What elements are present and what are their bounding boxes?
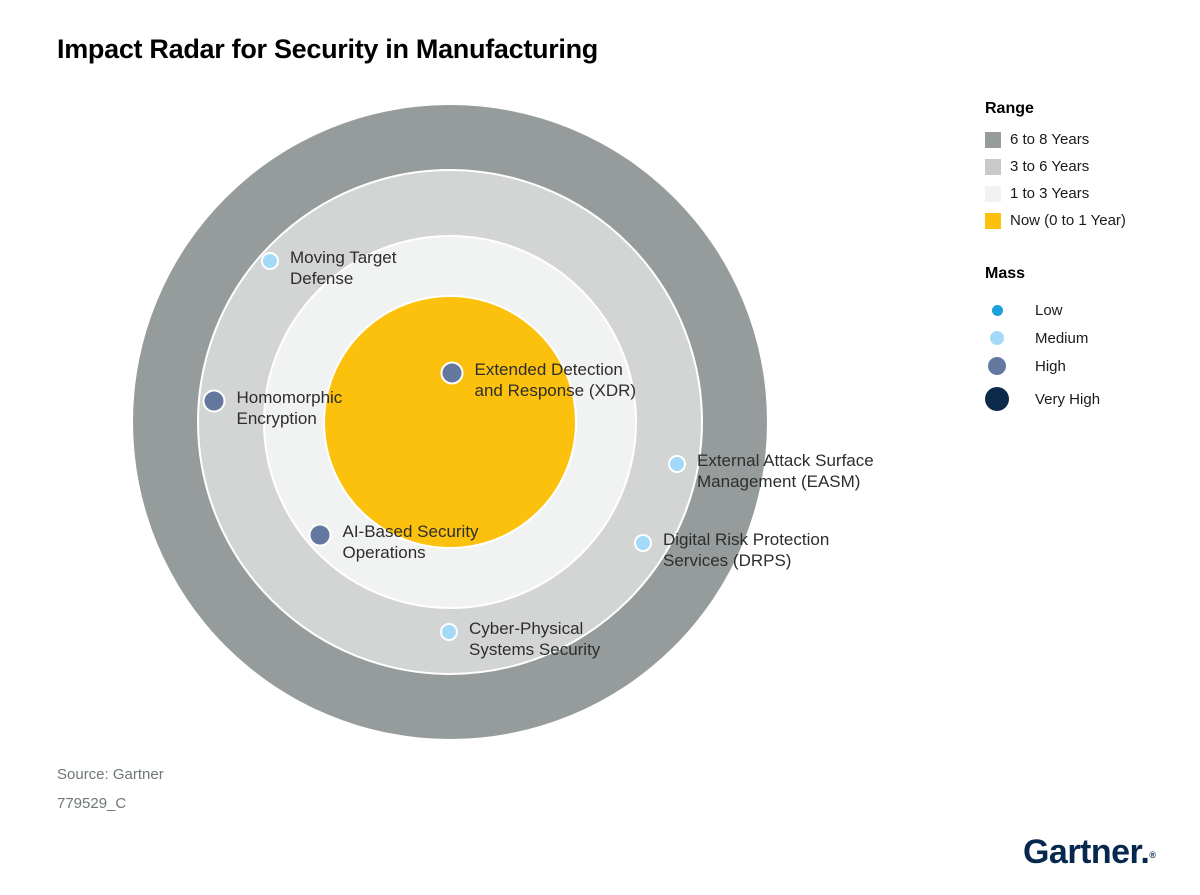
range-label: Now (0 to 1 Year) xyxy=(1010,212,1126,229)
range-legend-title: Range xyxy=(985,100,1034,117)
legend-item-mass-high: High xyxy=(985,352,1197,380)
mass-dot-slot xyxy=(985,331,1009,345)
blip-dot-digital-risk-protection-services-drps xyxy=(634,534,652,552)
mass-dot-slot xyxy=(985,304,1009,316)
mass-dot-slot xyxy=(985,357,1009,375)
range-swatch-3-6 xyxy=(985,158,1001,175)
legend: Range 6 to 8 Years 3 to 6 Years 1 to 3 Y… xyxy=(985,100,1197,418)
page-title: Impact Radar for Security in Manufacturi… xyxy=(57,34,598,64)
mass-dot-slot xyxy=(985,387,1009,411)
mass-legend-title: Mass xyxy=(985,265,1026,282)
blip-dot-ai-based-security-operations xyxy=(308,523,332,547)
range-legend: Range 6 to 8 Years 3 to 6 Years 1 to 3 Y… xyxy=(985,100,1197,229)
blip-dot-moving-target-defense xyxy=(261,252,279,270)
legend-item-mass-low: Low xyxy=(985,296,1197,324)
source-note: Source: Gartner 779529_C xyxy=(57,760,164,818)
range-label: 6 to 8 Years xyxy=(1010,131,1090,148)
mass-dot-medium xyxy=(990,331,1004,345)
source-line: Source: Gartner xyxy=(57,766,164,783)
range-swatch-1-3 xyxy=(985,185,1001,202)
legend-item-range-now: Now (0 to 1 Year) xyxy=(985,212,1197,229)
blip-dot-cyber-physical-systems-security xyxy=(440,623,458,641)
legend-item-range-6-8: 6 to 8 Years xyxy=(985,131,1197,148)
registered-trademark-icon: ® xyxy=(1149,850,1156,860)
mass-legend: Mass Low Medium High Very High xyxy=(985,265,1197,418)
legend-item-mass-medium: Medium xyxy=(985,324,1197,352)
ring-4-now-0-to-1-year- xyxy=(323,295,577,549)
mass-label: Very High xyxy=(1035,390,1101,408)
gartner-logo: Gartner.® xyxy=(1023,833,1156,872)
blip-dot-homomorphic-encryption xyxy=(202,389,226,413)
gartner-logo-text: Gartner. xyxy=(1022,833,1150,871)
document-id: 779529_C xyxy=(57,795,127,812)
mass-label: Low xyxy=(1035,301,1063,319)
mass-dot-low xyxy=(991,304,1003,316)
blip-dot-extended-detection-and-response-xdr xyxy=(440,361,464,385)
range-swatch-6-8 xyxy=(985,131,1001,148)
range-label: 1 to 3 Years xyxy=(1010,185,1090,202)
range-label: 3 to 6 Years xyxy=(1010,158,1090,175)
legend-item-range-3-6: 3 to 6 Years xyxy=(985,158,1197,175)
legend-item-range-1-3: 1 to 3 Years xyxy=(985,185,1197,202)
mass-label: High xyxy=(1035,357,1066,375)
range-swatch-now xyxy=(985,212,1001,229)
legend-item-mass-very-high: Very High xyxy=(985,380,1197,418)
blip-dot-external-attack-surface-management-easm xyxy=(668,455,686,473)
mass-dot-high xyxy=(988,357,1006,375)
mass-label: Medium xyxy=(1035,329,1089,347)
mass-dot-very-high xyxy=(985,387,1009,411)
